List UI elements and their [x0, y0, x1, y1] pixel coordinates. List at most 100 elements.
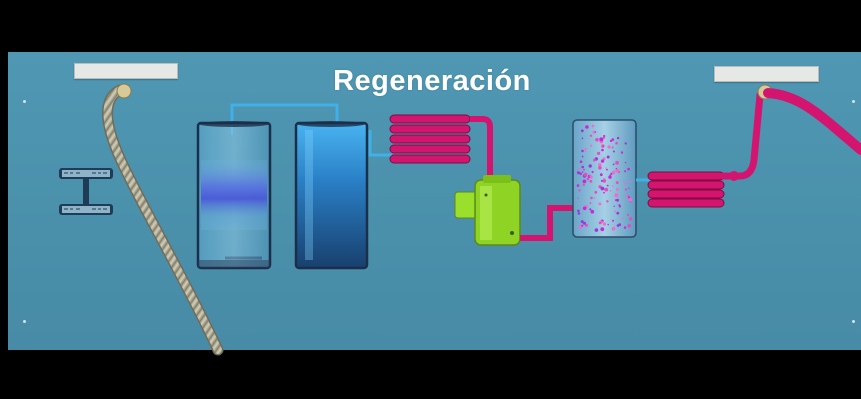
filter-particle	[589, 202, 592, 205]
filter-particle	[580, 220, 584, 224]
filter-particle	[598, 166, 602, 170]
filter-particle	[593, 197, 596, 199]
filter-particle	[629, 217, 633, 221]
filter-particle	[584, 147, 587, 150]
filter-particle	[629, 201, 632, 203]
filter-particle	[607, 223, 609, 226]
filter-particle	[582, 183, 585, 186]
filter-particle	[615, 168, 620, 173]
filter-particle	[594, 131, 597, 133]
filter-particle	[597, 151, 601, 155]
filter-particle	[599, 173, 603, 177]
filter-particle	[604, 187, 609, 192]
filter-particle	[584, 223, 588, 227]
filter-particle	[582, 206, 587, 211]
filter-particles	[576, 124, 633, 232]
filter-particle	[615, 141, 618, 145]
filter-particle	[578, 189, 581, 192]
filter-particle	[614, 210, 616, 213]
filter-particle	[586, 177, 590, 181]
filter-particle	[598, 202, 602, 206]
filter-particle	[580, 129, 584, 133]
filter-particle	[624, 188, 628, 191]
filter-particle	[581, 171, 584, 173]
filter-particle	[589, 134, 593, 137]
filter-particle	[606, 155, 610, 159]
filter-particle	[620, 151, 624, 154]
filter-particle	[612, 163, 615, 166]
filter-particle	[615, 160, 619, 165]
filter-particle	[594, 228, 599, 232]
filter-particle	[603, 191, 605, 194]
pump-outlet-pipe	[520, 205, 575, 241]
filter-particle	[606, 200, 609, 203]
filter-particle	[610, 172, 613, 175]
filter-particle	[605, 167, 607, 169]
filter-particle	[589, 175, 591, 177]
filter-particle	[581, 155, 584, 158]
panel-screw	[23, 100, 26, 103]
filter-particle	[624, 161, 627, 164]
filter-particle	[582, 179, 587, 184]
filter-particle	[616, 198, 619, 202]
filter-particle	[607, 145, 611, 149]
filter-particle	[611, 138, 615, 141]
filter-particle	[589, 179, 593, 183]
filter-particle	[614, 193, 619, 198]
filter-particle	[601, 219, 604, 222]
filter-particle	[606, 184, 609, 187]
filter-particle	[609, 190, 612, 192]
filter-particle	[589, 175, 593, 179]
filter-particle	[624, 142, 627, 145]
outlet-label-plate	[714, 66, 819, 82]
filter-particle	[618, 204, 621, 207]
filter-particle	[616, 224, 620, 227]
filter-particle	[588, 164, 592, 168]
filter-particle	[629, 180, 632, 183]
filter-particle	[600, 186, 605, 191]
filter-particle	[615, 199, 617, 202]
filter-particle	[615, 167, 618, 170]
heat-exchanger-coil-1	[389, 114, 493, 190]
filter-particle	[589, 144, 593, 147]
filter-particle	[611, 170, 616, 175]
filter-particle	[595, 137, 599, 142]
inlet-hose	[102, 83, 224, 356]
filter-particle	[611, 226, 616, 231]
filter-particle	[578, 167, 581, 171]
filter-particle	[576, 184, 580, 187]
filter-particle	[594, 190, 598, 194]
filter-particle	[581, 137, 584, 140]
heat-exchanger-coil-2	[636, 91, 764, 208]
filter-particle	[624, 195, 628, 198]
filter-particle	[600, 179, 603, 182]
filter-particle	[585, 125, 589, 129]
diagram-title: Regeneración	[333, 65, 531, 97]
filter-particle	[613, 205, 615, 207]
filter-particle	[612, 150, 615, 153]
filter-particle	[603, 134, 606, 138]
filter-particle	[621, 217, 623, 220]
filter-particle	[627, 224, 632, 228]
filter-particle	[612, 219, 614, 222]
panel-screw	[852, 320, 855, 323]
filter-particle	[598, 221, 602, 225]
filter-particle	[600, 227, 605, 232]
filter-particle	[590, 209, 595, 214]
filter-particle	[582, 221, 587, 225]
filter-particle	[583, 172, 588, 177]
filter-particle	[626, 213, 630, 217]
filter-particle	[576, 171, 580, 175]
inlet-label-plate	[74, 63, 178, 79]
filter-particle	[577, 197, 579, 200]
filter-particle	[599, 137, 604, 142]
filter-particle	[584, 150, 586, 152]
filter-particle	[606, 168, 608, 171]
filter-particle	[600, 159, 605, 163]
filter-particle	[598, 163, 602, 167]
filter-particle	[590, 196, 593, 200]
filter-particle	[616, 211, 620, 215]
filter-particle	[624, 170, 627, 173]
filter-particle	[609, 139, 613, 143]
